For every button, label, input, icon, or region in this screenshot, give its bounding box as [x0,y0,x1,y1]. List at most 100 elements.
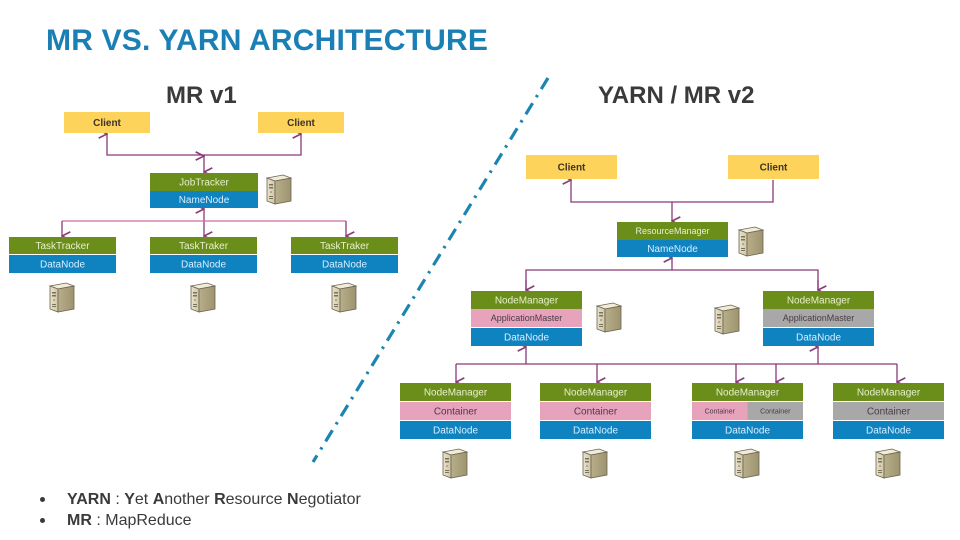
yarn-appnode-1-applicationmaster-label: ApplicationMaster [491,313,563,323]
divider-dash [509,127,519,141]
yarn-worker-1-container-label: Container [434,407,478,418]
bullet-dot [40,497,45,502]
yarn-worker-1-datanode-label: DataNode [433,426,478,437]
yarn-worker-2-datanode-bg [540,421,651,439]
mr-v1-tasktracker-2-label: TaskTraker [179,241,229,252]
divider-dash [493,152,504,166]
connector-line [107,134,301,156]
divider-dash [478,177,488,191]
yarn-worker-3-container-1-bg [692,402,748,420]
server-icon [596,302,622,333]
mr-v1-tasktracker-1-bg [9,237,116,254]
mr-v1-client-1-bg [64,112,150,133]
yarn-client-1-label: Client [558,163,586,174]
divider-dash [432,253,442,267]
divider-dot [427,270,432,275]
yarn-worker-3-container-1: Container [692,402,748,420]
yarn-worker-4-datanode-label: DataNode [866,426,911,437]
yarn-worker-2-nodemanager: NodeManager [540,383,651,401]
mr-v1-datanode-3-label: DataNode [322,260,367,271]
bullet-yarn: YARN : Yet Another Resource Negotiator [40,489,361,510]
mr-v1-datanode-2-label: DataNode [181,260,226,271]
bullet-text-mr: MR : MapReduce [67,512,192,529]
divider-dot [350,396,355,400]
acronym-letter: R [214,491,226,508]
server-icon [266,174,292,205]
slide-title: MR VS. YARN ARCHITECTURE [46,24,489,57]
bullet-text-yarn: YARN : Yet Another Resource Negotiator [67,491,361,508]
server-icon [734,448,760,479]
mr-v1-namenode: NameNode [150,191,258,208]
divider-dash [462,202,473,216]
yarn-namenode-bg [617,240,728,257]
yarn-worker-4-nodemanager-label: NodeManager [857,388,921,399]
yarn-worker-1-datanode-bg [400,421,511,439]
divider-dot [457,220,462,224]
mr-v1-datanode-3-bg [291,255,398,273]
yarn-worker-4-container-label: Container [867,407,911,418]
mr-v1-namenode-label: NameNode [179,195,230,206]
yarn-resourcemanager-label: ResourceManager [635,226,709,236]
mr-v1-datanode-1: DataNode [9,255,116,273]
mr-v1-jobtracker-bg [150,173,258,191]
divider-dot [488,169,493,174]
mr-v1-tasktracker-1: TaskTracker [9,237,116,254]
divider-dot [365,371,370,375]
divider-line [311,77,550,463]
mr-v1-datanode-2-bg [150,255,257,273]
mr-v1-client-2-label: Client [287,118,315,129]
yarn-appnode-2-applicationmaster-bg [763,309,874,327]
server-icon [49,282,75,313]
mr-v1-datanode-2: DataNode [150,255,257,273]
server-icon [738,226,764,257]
yarn-appnode-2-datanode-label: DataNode [796,333,841,344]
yarn-namenode: NameNode [617,240,728,257]
yarn-worker-4-nodemanager: NodeManager [833,383,944,401]
yarn-client-1: Client [526,155,617,179]
yarn-appnode-1-nodemanager-label: NodeManager [495,296,559,307]
divider-dot [519,119,524,124]
acronym-letter: A [152,491,165,508]
server-icon [442,448,468,479]
yarn-worker-1-container: Container [400,402,511,420]
divider-dot [319,446,324,451]
divider-dash [370,353,380,367]
yarn-appnode-1-nodemanager-bg [471,291,582,309]
mr-v1-jobtracker: JobTracker [150,173,258,191]
yarn-client-1-bg [526,155,617,179]
yarn-worker-4-datanode: DataNode [833,421,944,439]
mr-v1-client-2-bg [258,112,344,133]
yarn-worker-3-datanode-label: DataNode [725,426,770,437]
divider-dot [380,345,385,350]
yarn-resourcemanager: ResourceManager [617,222,728,240]
yarn-worker-3-nodemanager: NodeManager [692,383,803,401]
yarn-appnode-1-datanode-bg [471,328,582,346]
yarn-worker-2-datanode-label: DataNode [573,426,618,437]
yarn-namenode-label: NameNode [647,244,698,255]
mr-v1-namenode-bg [150,191,258,208]
divider-dash [447,228,457,241]
acronym-letter: N [287,491,299,508]
yarn-worker-2-nodemanager-bg [540,383,651,401]
yarn-worker-4-datanode-bg [833,421,944,439]
yarn-appnode-2-applicationmaster-label: ApplicationMaster [783,313,855,323]
acronym-letter: Y [124,491,135,508]
mr-v1-client-1-label: Client [93,118,121,129]
yarn-worker-3-container-2-label: Container [760,409,791,416]
mr-v1-datanode-1-label: DataNode [40,260,85,271]
yarn-client-2-bg [728,155,819,179]
yarn-appnode-1-nodemanager: NodeManager [471,291,582,309]
yarn-worker-2-container-label: Container [574,407,618,418]
yarn-appnode-2-nodemanager-label: NodeManager [787,296,851,307]
connector-line [571,180,774,203]
bullet-dot [40,518,45,523]
yarn-appnode-2-applicationmaster: ApplicationMaster [763,309,874,327]
connector-line [525,269,819,290]
mr-v1-tasktracker-2-bg [150,237,257,254]
divider-dash [385,328,396,342]
yarn-worker-2-container: Container [540,402,651,420]
yarn-appnode-1-applicationmaster: ApplicationMaster [471,309,582,327]
yarn-client-2-label: Client [760,163,788,174]
server-icon [582,448,608,479]
